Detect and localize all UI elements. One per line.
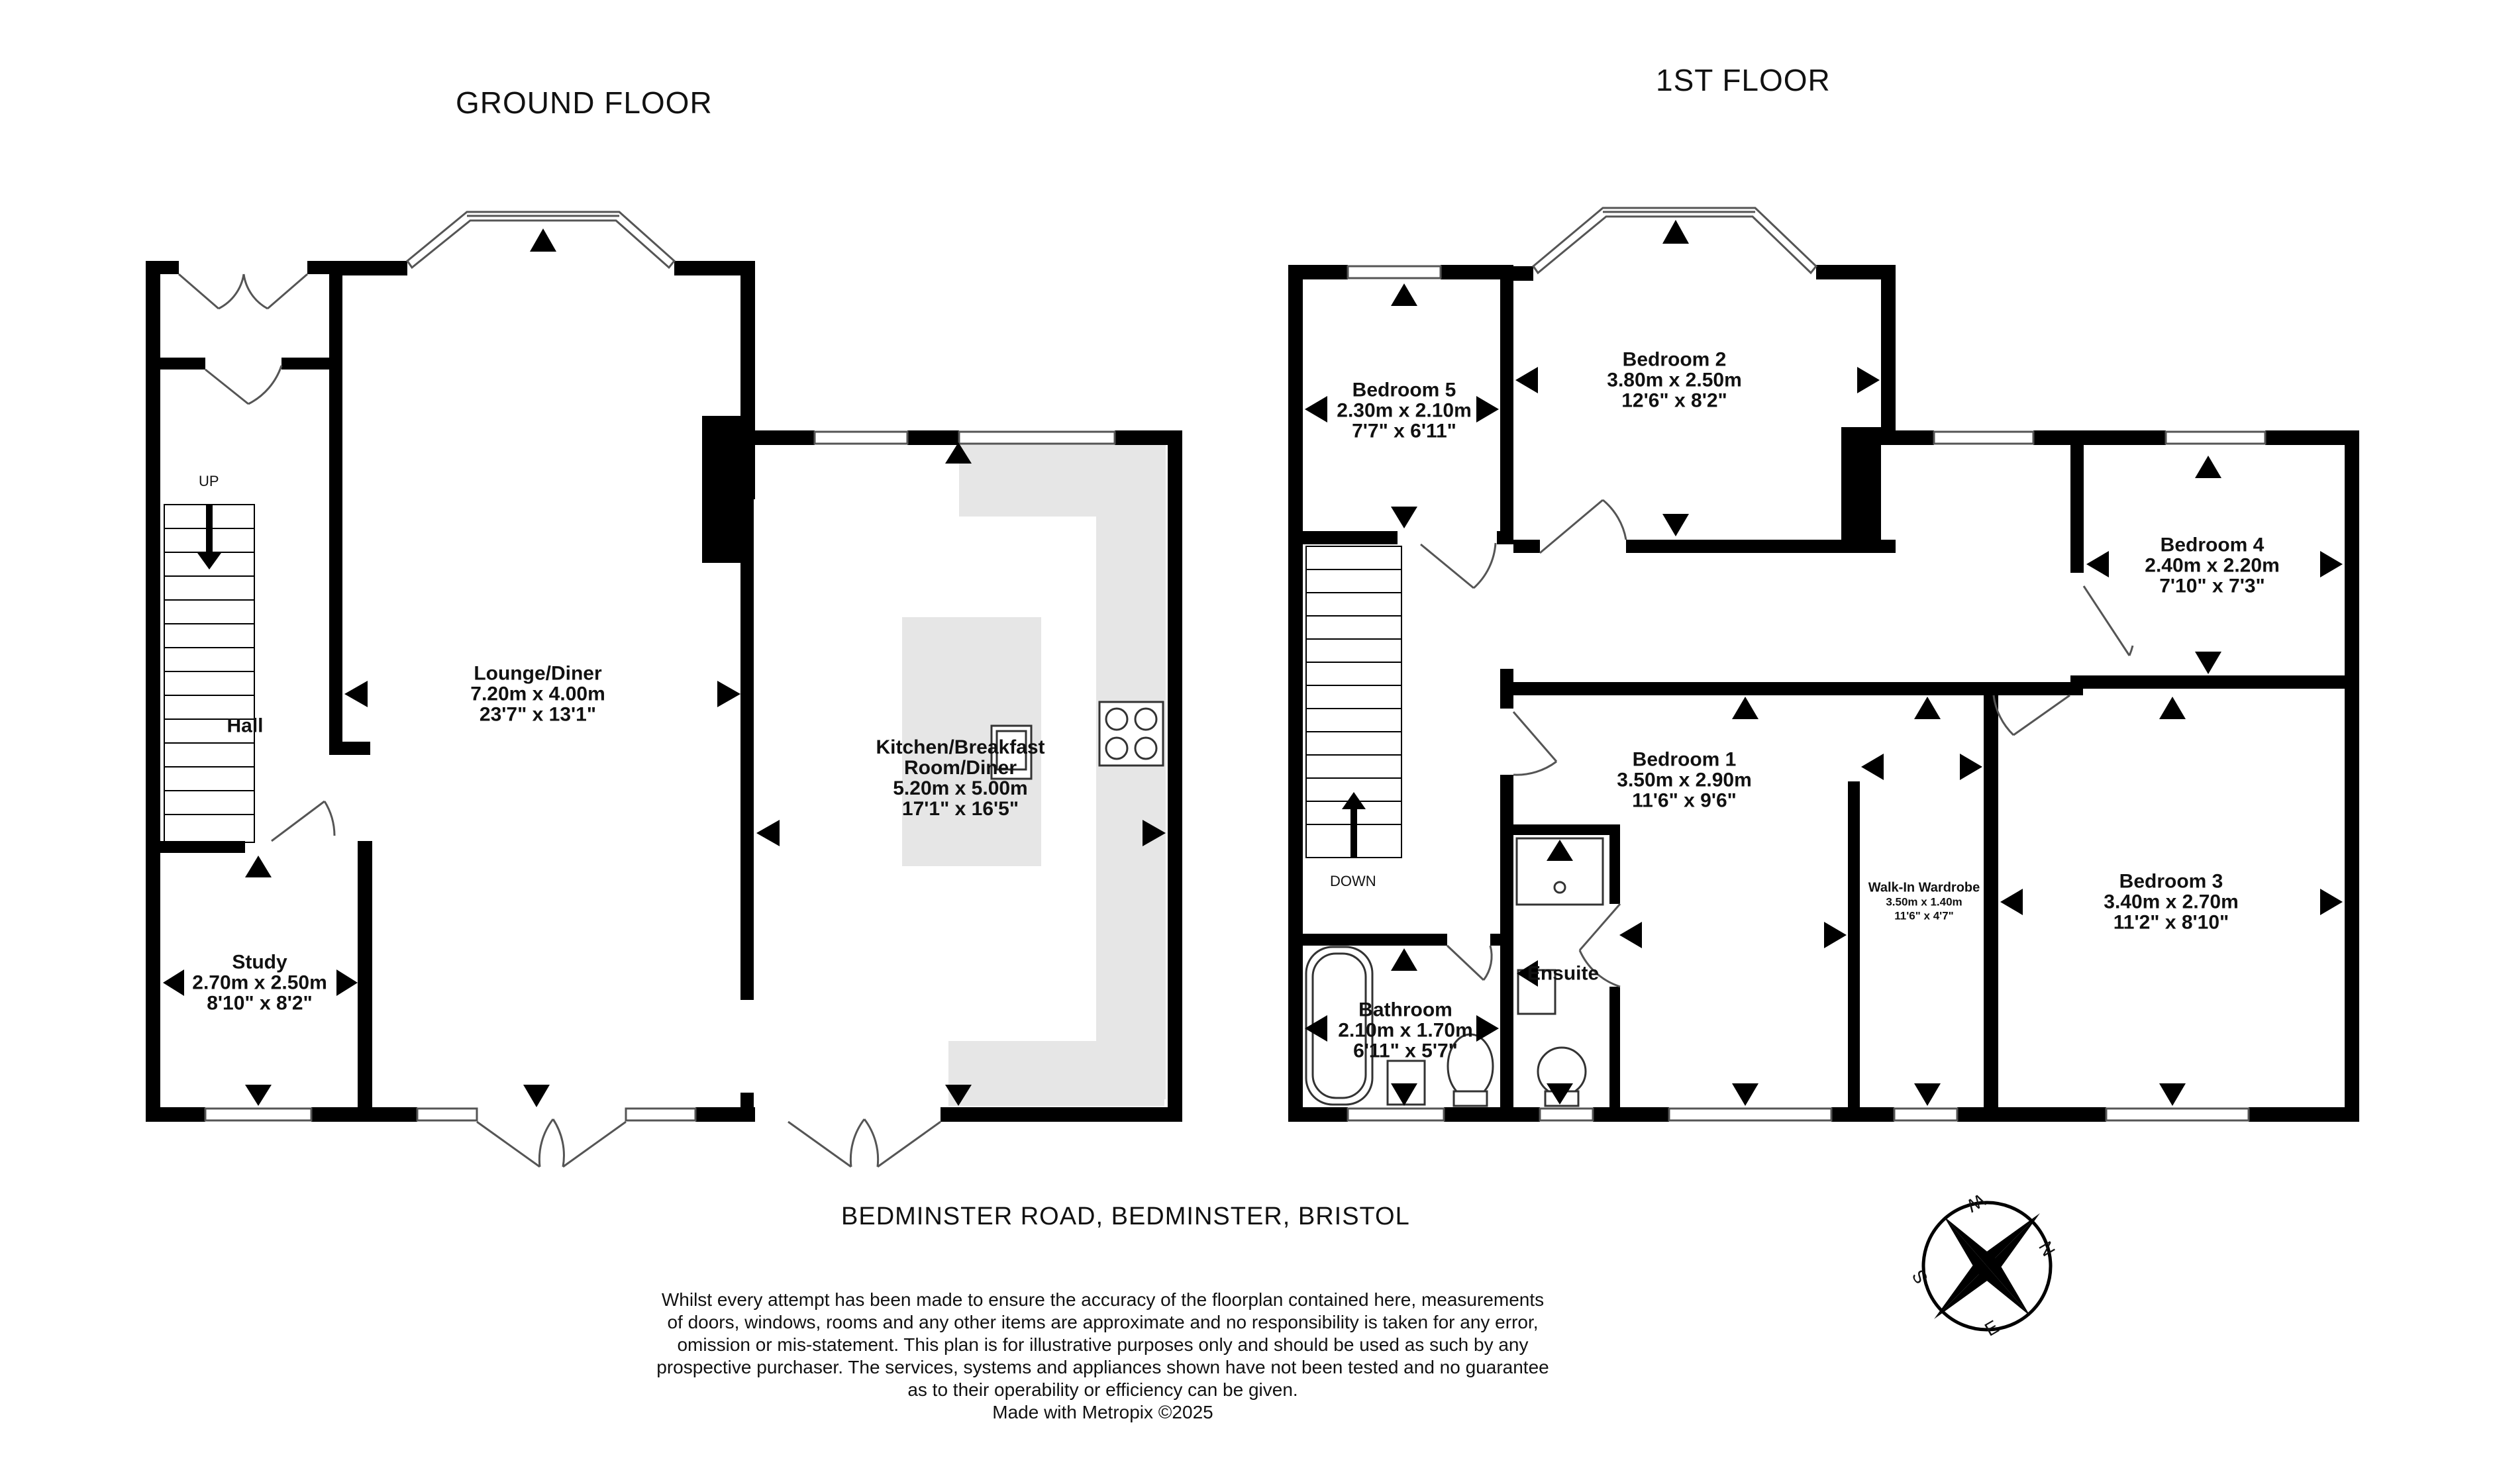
room-name: Bedroom 1 — [1632, 748, 1737, 771]
room-ensuite: Ensuite — [1527, 964, 1599, 984]
room-imperial: 17'1" x 16'5" — [901, 798, 1019, 820]
room-name: Ensuite — [1527, 962, 1600, 985]
bathroom-fittings — [1305, 837, 1604, 1107]
room-bedroom-4: Bedroom 4 2.40m x 2.20m 7'10" x 7'3" — [2145, 535, 2279, 597]
room-name: Kitchen/Breakfast — [876, 736, 1045, 758]
stairs-up-label: UP — [199, 473, 219, 489]
room-bedroom-2: Bedroom 2 3.80m x 2.50m 12'6" x 8'2" — [1607, 350, 1741, 411]
room-imperial: 11'6" x 4'7" — [1894, 909, 1954, 922]
room-bedroom-5: Bedroom 5 2.30m x 2.10m 7'7" x 6'11" — [1337, 380, 1471, 442]
stairs-down-label: DOWN — [1330, 873, 1376, 889]
room-metric: 2.30m x 2.10m — [1337, 399, 1472, 422]
room-name: Lounge/Diner — [474, 662, 602, 685]
first-dimension-arrows — [1305, 220, 2343, 1106]
ground-windows — [204, 211, 1116, 1122]
ground-dimension-arrows — [163, 228, 1166, 1107]
disclaimer-credit: Made with Metropix ©2025 — [992, 1402, 1213, 1422]
room-imperial: 7'7" x 6'11" — [1352, 420, 1456, 442]
first-walls — [1288, 265, 2359, 1122]
ground-staircase — [164, 504, 255, 843]
room-walk-in-wardrobe: Walk-In Wardrobe 3.50m x 1.40m 11'6" x 4… — [1868, 881, 1980, 923]
kitchen-units — [902, 437, 1166, 1106]
ground-floor-plan — [146, 211, 1182, 1168]
disclaimer-line: Whilst every attempt has been made to en… — [661, 1289, 1545, 1310]
first-floor-title: 1ST FLOOR — [1656, 63, 1831, 97]
room-imperial: 7'10" x 7'3" — [2159, 575, 2265, 597]
room-metric: 3.50m x 2.90m — [1617, 769, 1752, 791]
room-name: Bedroom 2 — [1622, 348, 1727, 371]
disclaimer-line: of doors, windows, rooms and any other i… — [667, 1312, 1539, 1332]
stair-arrow-up — [197, 553, 221, 569]
ground-walls — [146, 261, 1182, 1122]
first-floor-plan — [1288, 207, 2359, 1122]
room-metric: 2.70m x 2.50m — [192, 971, 327, 994]
room-imperial: 8'10" x 8'2" — [207, 992, 313, 1014]
room-bedroom-1: Bedroom 1 3.50m x 2.90m 11'6" x 9'6" — [1617, 750, 1751, 811]
room-hall: Hall — [227, 716, 263, 736]
disclaimer-line: omission or mis-statement. This plan is … — [677, 1334, 1529, 1355]
disclaimer-line: prospective purchaser. The services, sys… — [656, 1357, 1549, 1377]
room-name: Study — [232, 951, 287, 973]
room-name: Bedroom 3 — [2119, 870, 2223, 893]
first-staircase — [1305, 546, 1402, 858]
disclaimer: Whilst every attempt has been made to en… — [596, 1289, 1609, 1424]
room-name: Bedroom 5 — [1352, 379, 1456, 401]
room-metric: 3.40m x 2.70m — [2104, 891, 2239, 913]
ground-doors — [178, 273, 941, 1168]
room-name: Hall — [227, 715, 264, 737]
property-address: BEDMINSTER ROAD, BEDMINSTER, BRISTOL — [841, 1203, 1410, 1230]
room-metric: 3.80m x 2.50m — [1607, 369, 1742, 391]
stair-arrow-down — [1342, 792, 1366, 809]
room-imperial: 23'7" x 13'1" — [479, 703, 597, 726]
room-name: Bedroom 4 — [2160, 534, 2265, 556]
room-name: Walk-In Wardrobe — [1868, 880, 1980, 895]
room-name-line2: Room/Diner — [903, 757, 1017, 779]
room-imperial: 11'6" x 9'6" — [1632, 789, 1737, 812]
first-windows — [1347, 207, 2266, 1122]
room-lounge-diner: Lounge/Diner 7.20m x 4.00m 23'7" x 13'1" — [470, 664, 605, 725]
kitchen-appliances — [990, 701, 1164, 780]
room-metric: 2.10m x 1.70m — [1338, 1019, 1473, 1042]
room-metric: 7.20m x 4.00m — [470, 683, 605, 705]
compass-rose — [1921, 1201, 2053, 1332]
ground-floor-title: GROUND FLOOR — [456, 85, 713, 120]
room-bedroom-3: Bedroom 3 3.40m x 2.70m 11'2" x 8'10" — [2104, 871, 2238, 933]
room-imperial: 11'2" x 8'10" — [2113, 911, 2229, 934]
room-metric: 5.20m x 5.00m — [893, 777, 1028, 799]
room-metric: 2.40m x 2.20m — [2145, 554, 2280, 577]
room-bathroom: Bathroom 2.10m x 1.70m 6'11" x 5'7" — [1338, 1000, 1472, 1062]
room-metric: 3.50m x 1.40m — [1886, 895, 1962, 909]
room-imperial: 12'6" x 8'2" — [1621, 389, 1727, 412]
room-study: Study 2.70m x 2.50m 8'10" x 8'2" — [192, 952, 327, 1014]
room-imperial: 6'11" x 5'7" — [1353, 1040, 1458, 1062]
disclaimer-line: as to their operability or efficiency ca… — [907, 1379, 1298, 1400]
room-name: Bathroom — [1358, 999, 1452, 1021]
first-doors — [1420, 499, 2134, 988]
room-kitchen: Kitchen/Breakfast Room/Diner 5.20m x 5.0… — [876, 737, 1044, 819]
